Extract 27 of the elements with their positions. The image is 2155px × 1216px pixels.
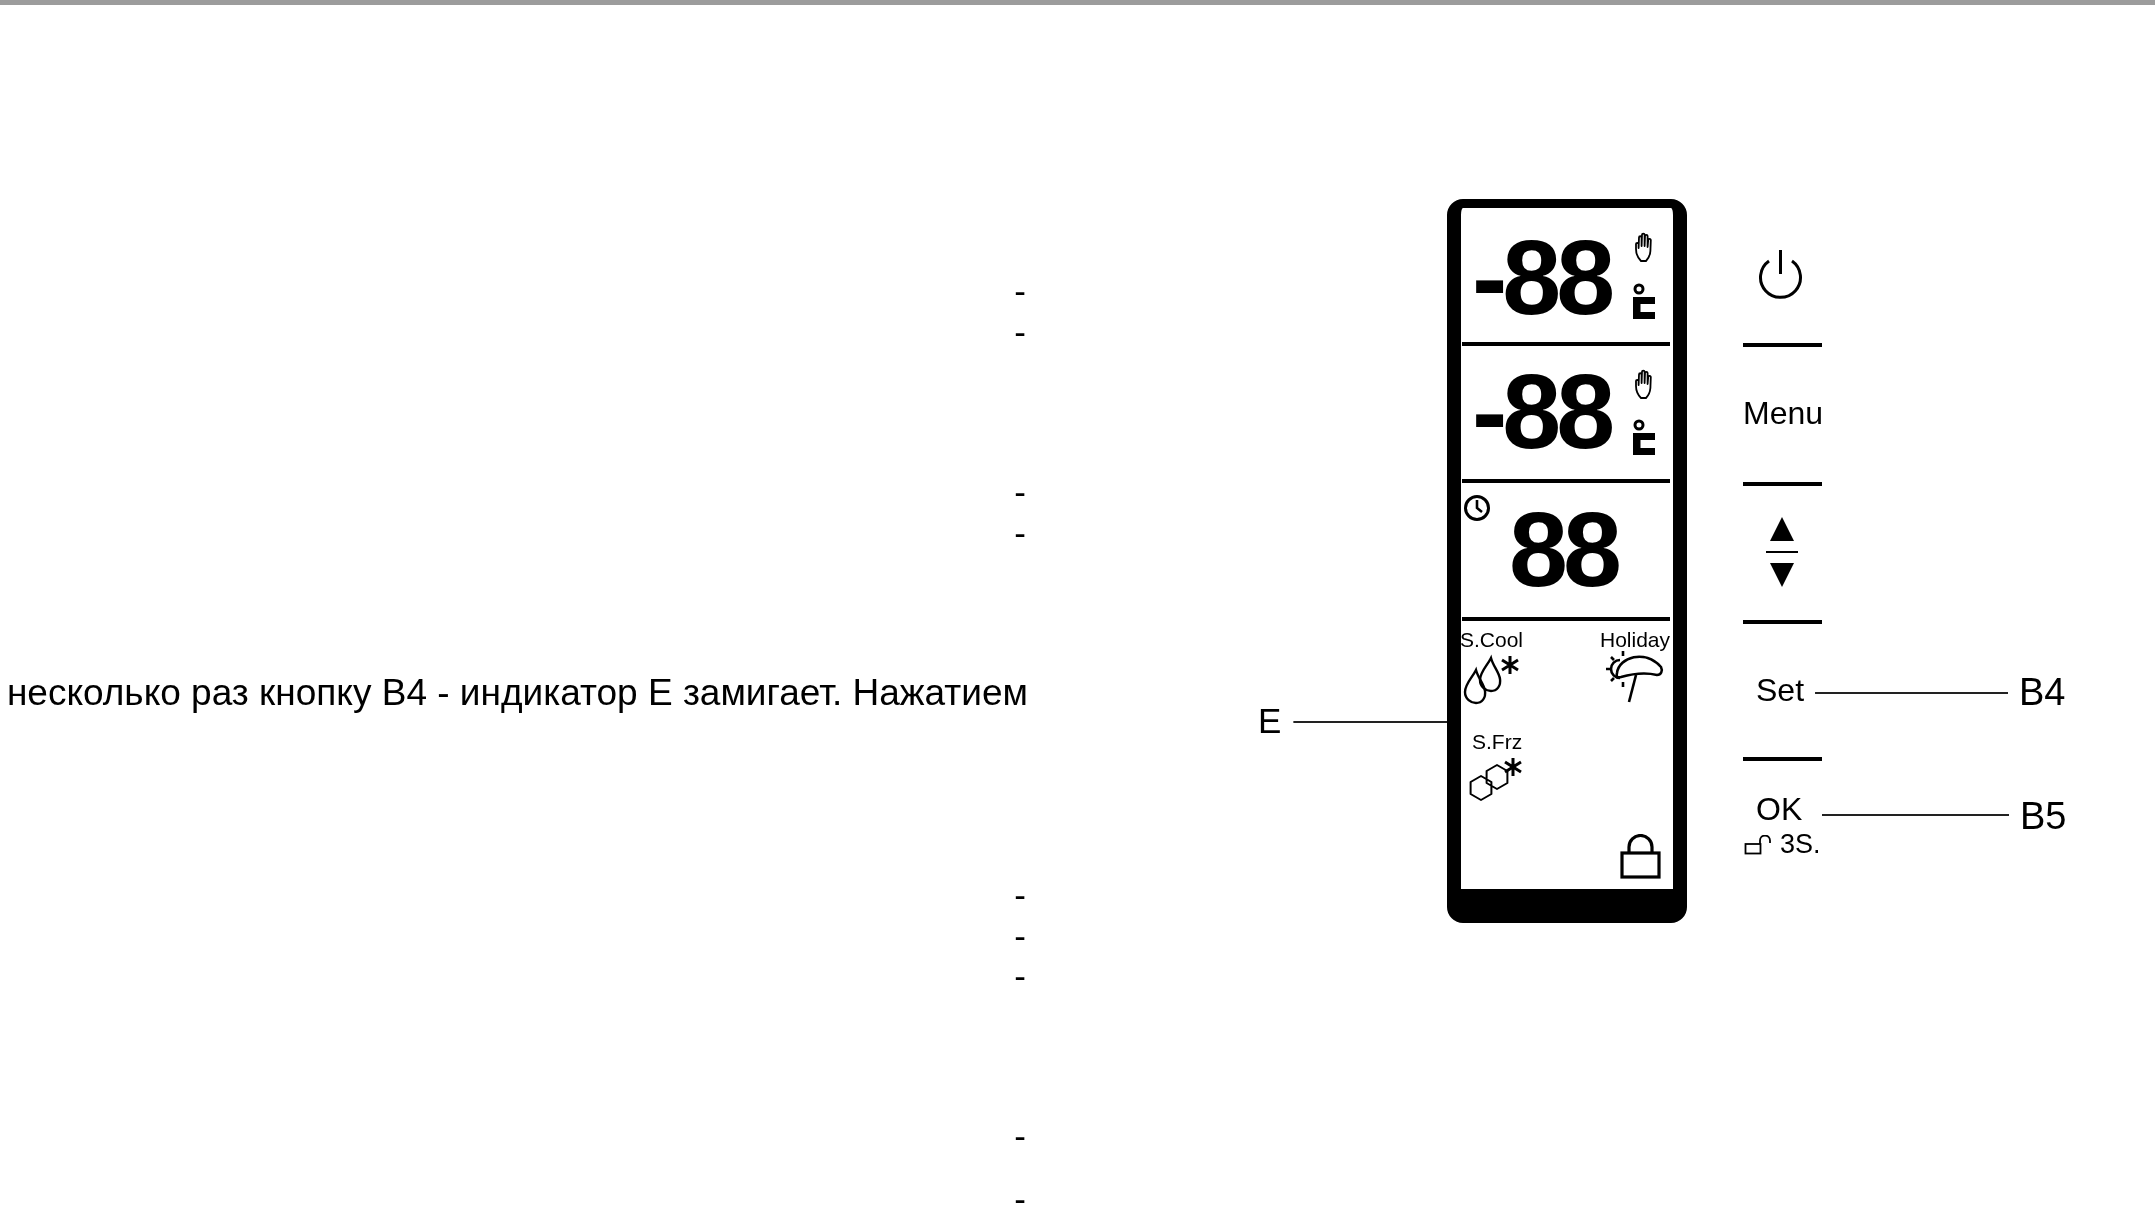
list-dash: - [1014,325,1026,340]
list-dash: - [1014,284,1026,299]
leader-line [1821,814,2010,816]
list-dash: - [1014,1192,1026,1207]
leader-line [1292,721,1448,723]
indicator-label: S.Cool [1460,627,1524,652]
hold-time-label: 3S. [1780,828,1821,860]
list-dash: - [1014,485,1026,500]
indicator-label: S.Frz [1472,729,1523,754]
key-label: OK [1756,790,1803,828]
list-dash: - [1014,929,1026,944]
callout-label: B4 [2019,671,2066,716]
instruction-text: несколько раз кнопку B4 - индикатор E замигает. Нажатием [6,671,1028,715]
callout-letter: E [1258,701,1282,742]
list-dash: - [1014,888,1026,903]
list-dash: - [1014,969,1026,984]
indicator-label: Holiday [1600,627,1671,652]
display-panel [1447,199,1687,923]
key-label: Set [1756,671,1805,709]
digit-readout: -88 [1472,369,1611,454]
key-label: Menu [1743,394,1824,432]
digit-readout: -88 [1472,235,1611,320]
leader-line [1814,692,2009,694]
digit-readout: 88 [1509,507,1617,592]
list-dash: - [1014,1129,1026,1144]
callout-label: B5 [2020,795,2067,840]
list-dash: - [1014,526,1026,541]
